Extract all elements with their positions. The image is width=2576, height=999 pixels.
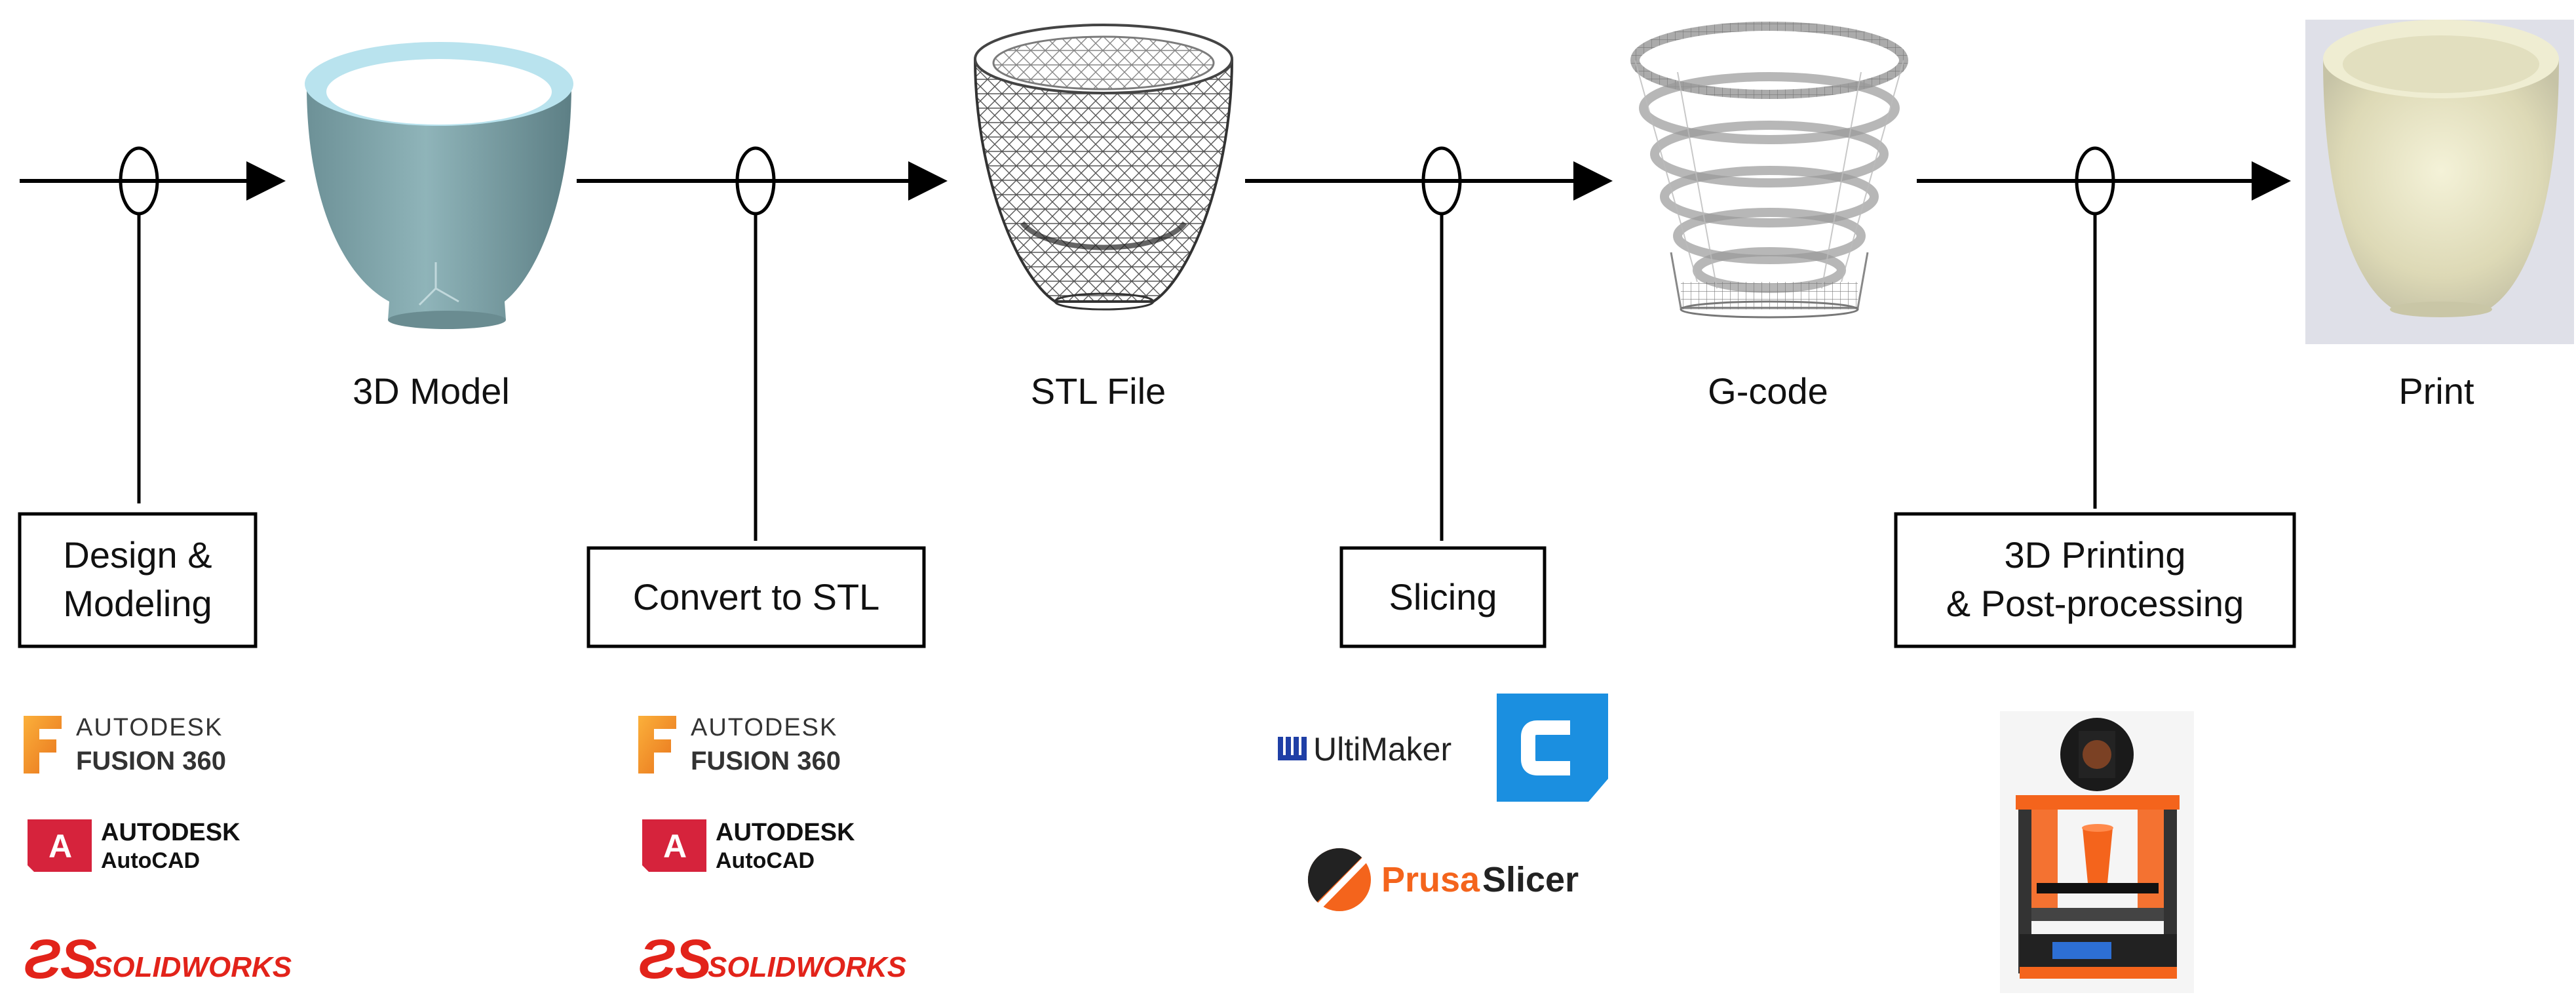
process-convert-line-1: Convert to STL (633, 576, 880, 617)
process-box-design-modeling: Design & Modeling (18, 512, 258, 648)
process-design-line-1: Design & (63, 534, 212, 576)
process-box-convert-stl: Convert to STL (586, 546, 926, 648)
autocad-logo-2: A AUTODESK AutoCAD (642, 819, 855, 873)
stage-label-print: Print (2398, 370, 2474, 412)
stage-label-stl-file: STL File (1031, 370, 1166, 412)
stage-label-gcode: G-code (1708, 370, 1828, 412)
process-box-slicing: Slicing (1339, 546, 1547, 648)
connector-3 (1421, 146, 1462, 541)
ultimaker-logo: UltiMaker (1278, 731, 1451, 768)
ultimaker-text: UltiMaker (1313, 731, 1451, 768)
autocad-product-text: AutoCAD (101, 848, 200, 873)
autocad-product-text-2: AutoCAD (716, 848, 815, 873)
print-photo (2305, 20, 2574, 344)
autocad-brand-text: AUTODESK (101, 819, 240, 846)
3d-printer-photo (2000, 711, 2194, 993)
solidworks-text: SOLIDWORKS (93, 951, 292, 983)
process-slicing-line-1: Slicing (1389, 576, 1497, 617)
svg-text:ƧS: ƧS (638, 928, 712, 990)
solidworks-text-2: SOLIDWORKS (708, 951, 906, 983)
stl-mesh-image (974, 24, 1233, 311)
fusion-brand-text: AUTODESK (76, 714, 223, 741)
solidworks-logo-2: ƧS SOLIDWORKS (638, 928, 906, 990)
process-box-printing: 3D Printing & Post-processing (1894, 512, 2296, 648)
prusaslicer-logo: Prusa Slicer (1307, 848, 1579, 919)
gcode-layers-image (1630, 22, 1908, 319)
autocad-brand-text-2: AUTODESK (716, 819, 855, 846)
fusion360-logo: AUTODESK FUSION 360 (24, 714, 226, 775)
connector-4 (2075, 146, 2115, 509)
connector-2 (735, 146, 776, 541)
fusion-product-text-2: FUSION 360 (691, 747, 841, 775)
cura-logo (1497, 694, 1608, 802)
connector-1 (119, 146, 159, 503)
3d-model-image (305, 42, 573, 329)
process-design-line-2: Modeling (63, 583, 212, 624)
fusion-brand-text-2: AUTODESK (691, 714, 837, 741)
svg-text:ƧS: ƧS (24, 928, 97, 990)
svg-text:A: A (48, 828, 72, 865)
solidworks-logo: ƧS SOLIDWORKS (24, 928, 292, 990)
fusion360-logo-2: AUTODESK FUSION 360 (638, 714, 841, 775)
fusion-product-text: FUSION 360 (76, 747, 226, 775)
autocad-logo: A AUTODESK AutoCAD (28, 819, 240, 873)
slicer-text: Slicer (1482, 860, 1579, 899)
svg-text:A: A (663, 828, 687, 865)
stage-label-3d-model: 3D Model (353, 370, 510, 412)
process-printing-line-1: 3D Printing (2004, 534, 2185, 576)
prusa-text: Prusa (1381, 860, 1480, 899)
process-printing-line-2: & Post-processing (1946, 583, 2244, 624)
